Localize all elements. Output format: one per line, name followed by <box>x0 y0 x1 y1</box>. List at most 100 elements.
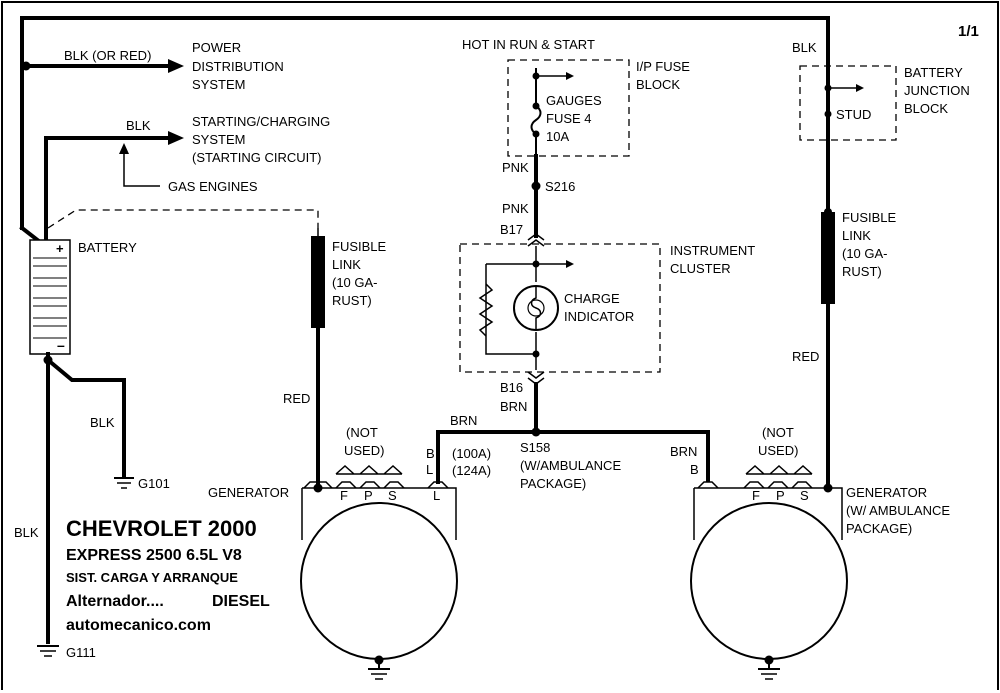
cluster-arrow <box>566 260 574 268</box>
fuse-mid-dot <box>532 102 540 110</box>
splice-s216 <box>531 181 541 191</box>
generator-right-connector <box>697 481 813 489</box>
title-line-4a: Alternador.... <box>66 593 164 610</box>
label-124a: (124A) <box>452 463 491 478</box>
cluster-bot-dot <box>532 350 540 358</box>
ip-fuse-block-box <box>507 59 630 157</box>
stud-arrow <box>856 84 864 92</box>
arrow-gas-engines <box>119 143 129 154</box>
label-s158: S158 <box>520 440 550 455</box>
label-blk-left: BLK <box>14 525 39 540</box>
fusible-link-right <box>821 212 835 304</box>
label-starting-3: (STARTING CIRCUIT) <box>192 150 322 165</box>
label-battery: BATTERY <box>78 240 137 255</box>
label-brn-left: BRN <box>450 413 477 428</box>
label-cluster-2: CLUSTER <box>670 261 731 276</box>
title-line-2: EXPRESS 2500 6.5L V8 <box>66 547 242 564</box>
generator-right-ground-dot <box>764 655 774 665</box>
page-ref: 1/1 <box>958 23 979 40</box>
battery-junction-box <box>799 65 897 141</box>
label-hot-in-run: HOT IN RUN & START <box>462 37 595 52</box>
label-blk-start: BLK <box>126 118 151 133</box>
generator-right-circle <box>690 502 848 660</box>
label-g101: G101 <box>138 476 170 491</box>
label-fusible-right-2: LINK <box>842 228 871 243</box>
label-battery-jb-1: BATTERY <box>904 65 963 80</box>
label-fusible-right-4: RUST) <box>842 264 882 279</box>
label-charge-1: CHARGE <box>564 291 620 306</box>
label-blk-right: BLK <box>792 40 817 55</box>
label-generator-right-1: GENERATOR <box>846 485 927 500</box>
charge-indicator-lamp-icon <box>513 285 559 331</box>
wire-g101 <box>45 357 126 478</box>
term-s-right: S <box>800 488 809 503</box>
label-generator-right-2: (W/ AMBULANCE <box>846 503 950 518</box>
generator-left-ground-dot <box>374 655 384 665</box>
title-line-4b: DIESEL <box>212 593 270 610</box>
label-blk-g101: BLK <box>90 415 115 430</box>
label-b17: B17 <box>500 222 523 237</box>
label-not-used-left-2: USED) <box>344 443 384 458</box>
label-red-left: RED <box>283 391 310 406</box>
arrow-power-distribution <box>168 59 184 73</box>
wire-starting-charging <box>44 136 172 244</box>
label-fuse-amp: 10A <box>546 129 569 144</box>
label-generator-right-3: PACKAGE) <box>846 521 912 536</box>
resistor-symbol <box>478 283 494 337</box>
generator-left-circle <box>300 502 458 660</box>
ground-g101-icon <box>114 477 134 489</box>
label-b16: B16 <box>500 380 523 395</box>
label-starting-2: SYSTEM <box>192 132 245 147</box>
fuse-bot-dot <box>532 130 540 138</box>
label-power-3: SYSTEM <box>192 77 245 92</box>
dash-battery-fusible <box>47 209 319 229</box>
battery-symbol <box>29 239 71 355</box>
term-l-left: L <box>433 488 440 503</box>
generator-right-body <box>693 487 843 540</box>
label-pnk-top: PNK <box>502 160 529 175</box>
label-pnk-bottom: PNK <box>502 201 529 216</box>
label-fuse4: FUSE 4 <box>546 111 592 126</box>
label-ambulance-2: PACKAGE) <box>520 476 586 491</box>
label-stud: STUD <box>836 107 871 122</box>
label-ambulance-1: (W/AMBULANCE <box>520 458 621 473</box>
label-ip-fuse-1: I/P FUSE <box>636 59 690 74</box>
label-ip-fuse-2: BLOCK <box>636 77 680 92</box>
gas-engines-leader <box>123 148 160 187</box>
term-f-right: F <box>752 488 760 503</box>
title-line-1: CHEVROLET 2000 <box>66 516 257 541</box>
label-power-1: POWER <box>192 40 241 55</box>
label-fusible-right-3: (10 GA- <box>842 246 888 261</box>
label-brn-mid: BRN <box>500 399 527 414</box>
label-red-right: RED <box>792 349 819 364</box>
battery-plus: + <box>56 241 64 256</box>
label-g111: G111 <box>66 645 96 660</box>
label-l-letter: L <box>426 462 433 477</box>
label-blk-or-red: BLK (OR RED) <box>64 48 151 63</box>
label-battery-jb-3: BLOCK <box>904 101 948 116</box>
label-not-used-right-2: USED) <box>758 443 798 458</box>
label-charge-2: INDICATOR <box>564 309 634 324</box>
label-not-used-right-1: (NOT <box>762 425 794 440</box>
label-fusible-left-2: LINK <box>332 257 361 272</box>
fuse-symbol <box>530 68 542 156</box>
fuse-top-arrow <box>566 72 574 80</box>
label-fusible-left-4: RUST) <box>332 293 372 308</box>
splice-s158 <box>531 427 541 437</box>
label-b-letter: B <box>426 446 435 461</box>
label-power-2: DISTRIBUTION <box>192 59 284 74</box>
stud-dot <box>824 110 832 118</box>
label-gauges: GAUGES <box>546 93 602 108</box>
label-gas-engines: GAS ENGINES <box>168 179 258 194</box>
not-used-left-brace <box>335 464 403 475</box>
label-generator-left: GENERATOR <box>208 485 289 500</box>
label-battery-jb-2: JUNCTION <box>904 83 970 98</box>
label-fusible-right-1: FUSIBLE <box>842 210 897 225</box>
label-brn-right: BRN <box>670 444 697 459</box>
term-p-right: P <box>776 488 785 503</box>
label-s216: S216 <box>545 179 575 194</box>
battery-minus: – <box>57 337 65 353</box>
label-cluster-1: INSTRUMENT <box>670 243 755 258</box>
